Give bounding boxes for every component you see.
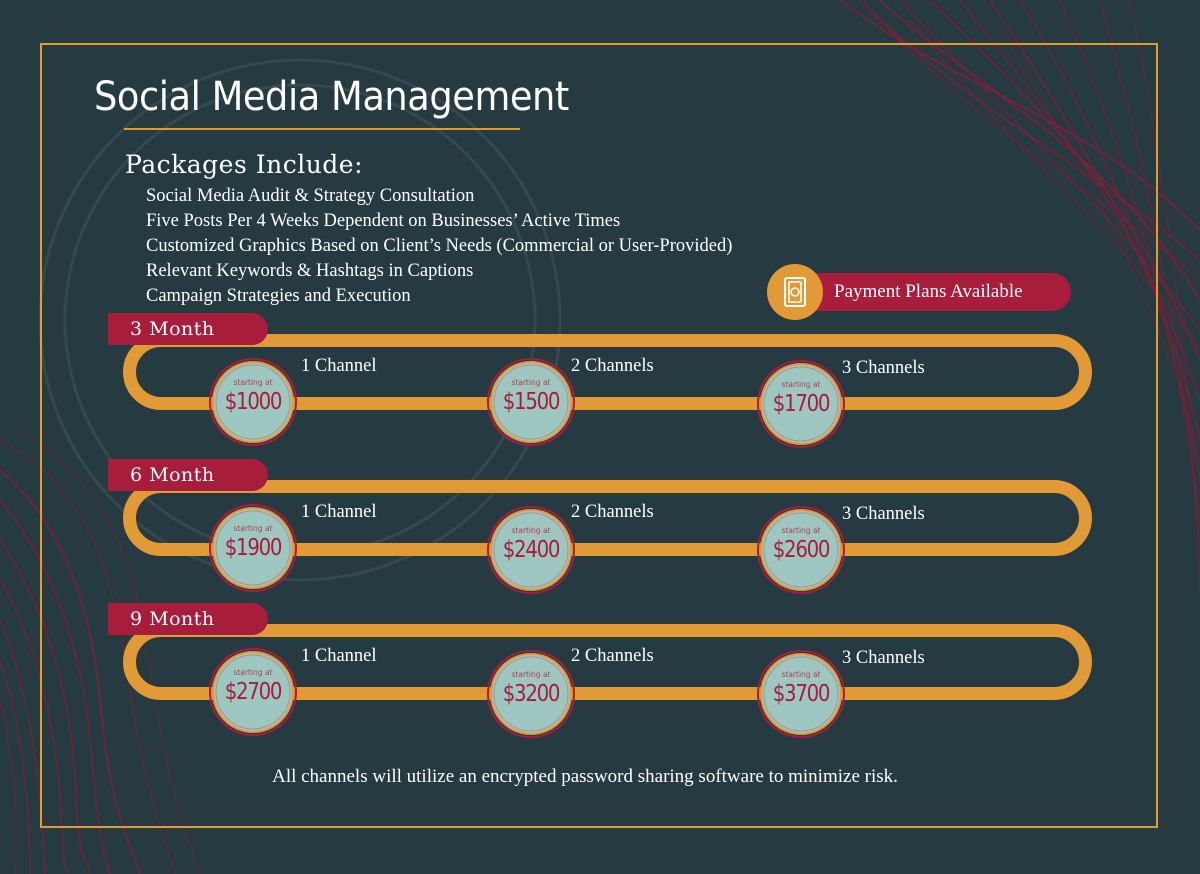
page-title: Social Media Management bbox=[94, 74, 569, 120]
coin-caption: starting at bbox=[233, 524, 273, 533]
top-right-brush-strokes bbox=[839, 0, 1200, 601]
coin-graphic bbox=[209, 648, 297, 736]
tier-6-month: 6 Month 1 Channel starting at $1900 2 Ch… bbox=[0, 459, 1200, 594]
coin-price: $2600 bbox=[772, 537, 831, 563]
channel-label: 3 Channels bbox=[842, 358, 925, 378]
coin-graphic bbox=[487, 650, 575, 738]
feature-item: Five Posts Per 4 Weeks Dependent on Busi… bbox=[146, 211, 621, 231]
coin-caption: starting at bbox=[511, 670, 551, 679]
price-coin: starting at $2700 bbox=[207, 646, 299, 738]
footnote: All channels will utilize an encrypted p… bbox=[272, 766, 898, 787]
coin-caption: starting at bbox=[233, 668, 273, 677]
price-coin: starting at $2600 bbox=[755, 504, 847, 596]
coin-graphic bbox=[757, 506, 845, 594]
gold-frame bbox=[40, 43, 1158, 828]
coin-caption: starting at bbox=[781, 380, 821, 389]
feature-list: Social Media Audit & Strategy Consultati… bbox=[146, 184, 732, 309]
channel-label: 1 Channel bbox=[301, 646, 377, 666]
channel-label: 1 Channel bbox=[301, 502, 377, 522]
coin-caption: starting at bbox=[781, 526, 821, 535]
channel-label: 3 Channels bbox=[842, 504, 925, 524]
coin-caption: starting at bbox=[233, 378, 273, 387]
coin-price: $1700 bbox=[772, 391, 831, 417]
tier-track bbox=[123, 624, 1092, 700]
price-coin: starting at $1000 bbox=[207, 356, 299, 448]
coin-graphic bbox=[209, 504, 297, 592]
coin-graphic bbox=[487, 358, 575, 446]
packages-heading: Packages Include: bbox=[125, 150, 364, 179]
tier-label: 6 Month bbox=[130, 464, 215, 486]
price-coin: starting at $1500 bbox=[485, 356, 577, 448]
channel-label: 3 Channels bbox=[842, 648, 925, 668]
channel-label: 2 Channels bbox=[571, 502, 654, 522]
coin-caption: starting at bbox=[781, 670, 821, 679]
payment-plans-badge bbox=[793, 273, 1071, 311]
payment-icon-circle bbox=[767, 264, 823, 320]
title-underline bbox=[124, 128, 520, 130]
coin-graphic bbox=[487, 506, 575, 594]
price-coin: starting at $1700 bbox=[755, 358, 847, 450]
price-coin: starting at $3700 bbox=[755, 648, 847, 740]
money-bill-icon bbox=[784, 277, 806, 307]
payment-plans-label: Payment Plans Available bbox=[834, 281, 1023, 302]
tier-tab bbox=[108, 313, 268, 345]
tier-label: 9 Month bbox=[130, 608, 215, 630]
coin-price: $1500 bbox=[502, 389, 561, 415]
coin-graphic bbox=[757, 360, 845, 448]
coin-caption: starting at bbox=[511, 378, 551, 387]
price-coin: starting at $1900 bbox=[207, 502, 299, 594]
tier-9-month: 9 Month 1 Channel starting at $2700 2 Ch… bbox=[0, 603, 1200, 738]
coin-price: $1900 bbox=[224, 535, 283, 561]
coin-caption: starting at bbox=[511, 526, 551, 535]
coin-graphic bbox=[209, 358, 297, 446]
coin-price: $3700 bbox=[772, 681, 831, 707]
tier-track bbox=[123, 480, 1092, 556]
channel-label: 1 Channel bbox=[301, 356, 377, 376]
feature-item: Social Media Audit & Strategy Consultati… bbox=[146, 186, 475, 206]
feature-item: Campaign Strategies and Execution bbox=[146, 286, 411, 306]
tier-tab bbox=[108, 459, 268, 491]
coin-graphic bbox=[757, 650, 845, 738]
coin-price: $3200 bbox=[502, 681, 561, 707]
price-coin: starting at $2400 bbox=[485, 504, 577, 596]
price-coin: starting at $3200 bbox=[485, 648, 577, 740]
coin-price: $2700 bbox=[224, 679, 283, 705]
channel-label: 2 Channels bbox=[571, 356, 654, 376]
tier-tab bbox=[108, 603, 268, 635]
feature-item: Relevant Keywords & Hashtags in Captions bbox=[146, 261, 474, 281]
coin-price: $2400 bbox=[502, 537, 561, 563]
feature-item: Customized Graphics Based on Client’s Ne… bbox=[146, 236, 733, 256]
coin-price: $1000 bbox=[224, 389, 283, 415]
channel-label: 2 Channels bbox=[571, 646, 654, 666]
tier-3-month: 3 Month 1 Channel starting at $1000 2 Ch… bbox=[0, 313, 1200, 448]
tier-label: 3 Month bbox=[130, 318, 215, 340]
